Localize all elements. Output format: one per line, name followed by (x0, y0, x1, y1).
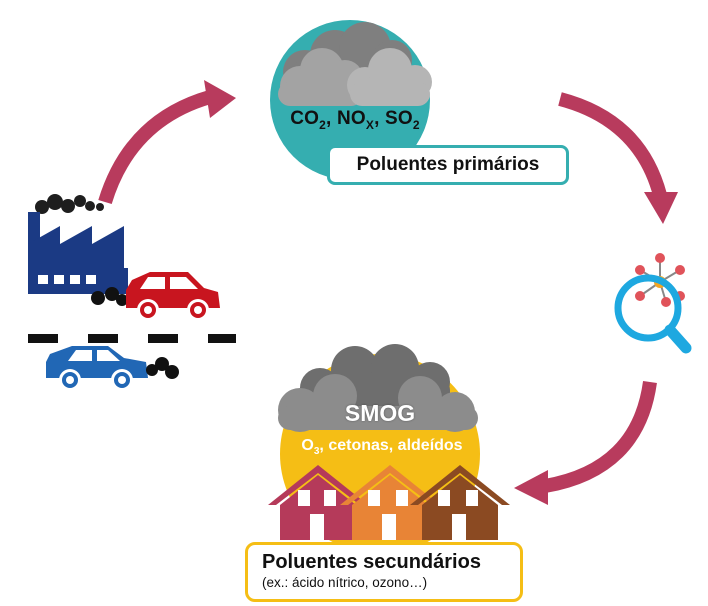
primary-pollutants-label: Poluentes primários (327, 145, 569, 185)
secondary-pollutants-label: Poluentes secundários (ex.: ácido nítric… (245, 542, 523, 602)
house-icon (340, 465, 440, 540)
car-icon (91, 272, 220, 321)
smog-title: SMOG (344, 400, 416, 426)
house-icon (410, 465, 510, 540)
cloud-icon (278, 22, 432, 106)
arrow-icon (558, 92, 678, 224)
factory-icon (28, 194, 128, 294)
car-icon (46, 346, 179, 391)
secondary-title: Poluentes secundários (262, 551, 481, 573)
arrow-icon (514, 380, 657, 505)
arrow-icon (98, 80, 236, 205)
cloud-icon (278, 344, 478, 432)
smog-compounds: O3, cetonas, aldeídos (301, 437, 463, 458)
road-marking (28, 334, 236, 343)
primary-formula: CO2, NOX, SO2 (290, 108, 420, 132)
magnifier-icon (614, 274, 692, 354)
secondary-example: (ex.: ácido nítrico, ozono…) (262, 575, 428, 590)
